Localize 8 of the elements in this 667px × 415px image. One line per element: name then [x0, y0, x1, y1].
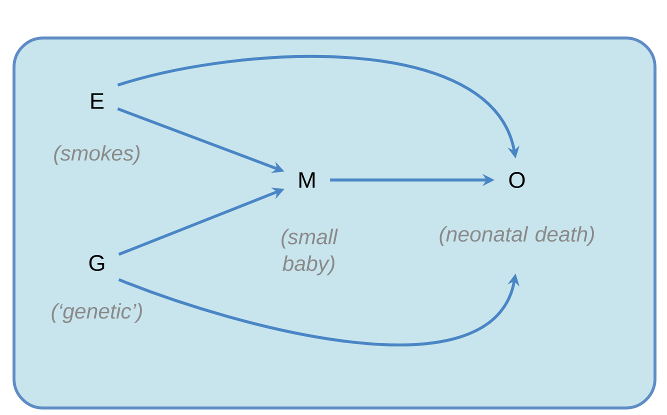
node-caption: (smokes) — [54, 145, 140, 165]
node-caption: (small baby) — [282, 228, 338, 276]
node-letter: O — [509, 172, 525, 188]
node-caption: (‘genetic’) — [52, 303, 142, 323]
node-letter: G — [89, 254, 104, 272]
node-letter: M — [299, 172, 315, 188]
node-letter: E — [91, 93, 104, 109]
node-caption: (neonatal death) — [440, 226, 594, 246]
